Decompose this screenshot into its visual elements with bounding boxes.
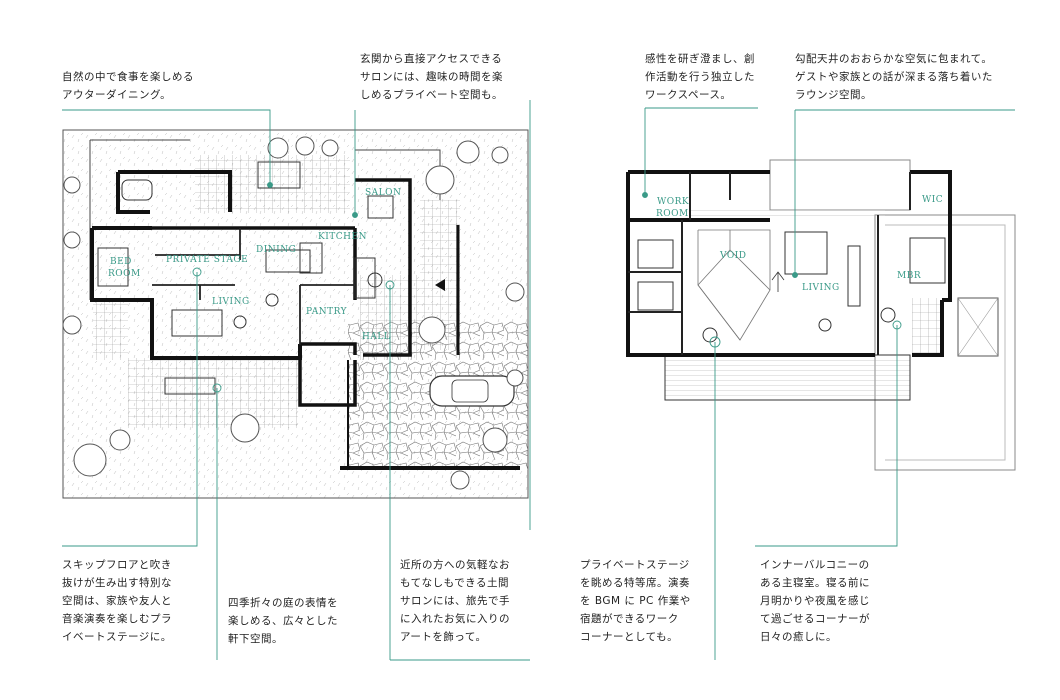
label-void: VOID (719, 251, 747, 261)
car-icon (429, 375, 515, 407)
label-wic: WIC (922, 195, 943, 205)
note-skip-floor: スキップフロアと吹き 抜けが生み出す特別な 空間は、家族や友人と 音楽演奏を楽し… (62, 559, 172, 643)
tree-icons (62, 136, 525, 490)
label-bed: BED (110, 257, 132, 267)
label-hall: HALL (362, 332, 390, 342)
label-living-2f: LIVING (802, 283, 840, 293)
label-living-1f: LIVING (212, 297, 250, 307)
balcony (664, 354, 911, 401)
void-area (697, 229, 771, 341)
upper-floor-plan: WORK ROOM WIC VOID LIVING MBR (626, 159, 1016, 471)
eaves-terrace (128, 358, 298, 428)
annotation-leader-lines (62, 100, 1015, 661)
note-stage-seat: プライベートステージ を眺める特等席。演奏 を BGM に PC 作業や 宿題が… (580, 559, 691, 643)
note-doma-salon: 近所の方への気軽なお もてなしもできる土間 サロンには、旅先で手 に入れたお気に… (400, 559, 510, 643)
ground-floor-plan: SALON DINING KITCHEN BED ROOM PRIVATE ST… (62, 129, 529, 499)
label-dining: DINING (256, 245, 296, 255)
note-salon: 玄関から直接アクセスできる サロンには、趣味の時間を楽 しめるプライベート空間も… (360, 53, 503, 101)
label-mbr: MBR (897, 271, 921, 281)
label-pantry: PANTRY (306, 307, 348, 317)
label-kitchen: KITCHEN (318, 232, 367, 242)
note-outer-dining: 自然の中で食事を楽しめる アウターダイニング。 (62, 71, 194, 101)
label-work: WORK (657, 197, 689, 207)
note-work-room: 感性を研ぎ澄まし、創 作活動を行う独立した ワークスペース。 (645, 53, 755, 101)
label-private-stage: PRIVATE STAGE (166, 255, 248, 265)
label-work-room: ROOM (656, 209, 689, 219)
label-salon: SALON (365, 188, 401, 198)
label-bedroom-room: ROOM (108, 269, 141, 279)
note-inner-balcony: インナーバルコニーの ある主寝室。寝る前に 月明かりや夜風を感じ て過ごせるコー… (760, 559, 870, 643)
note-lounge: 勾配天井のおおらかな空気に包まれて。 ゲストや家族との話が深まる落ち着いた ラウ… (795, 53, 993, 101)
note-eaves: 四季折々の庭の表情を 楽しめる、広々とした 軒下空間。 (228, 597, 338, 645)
